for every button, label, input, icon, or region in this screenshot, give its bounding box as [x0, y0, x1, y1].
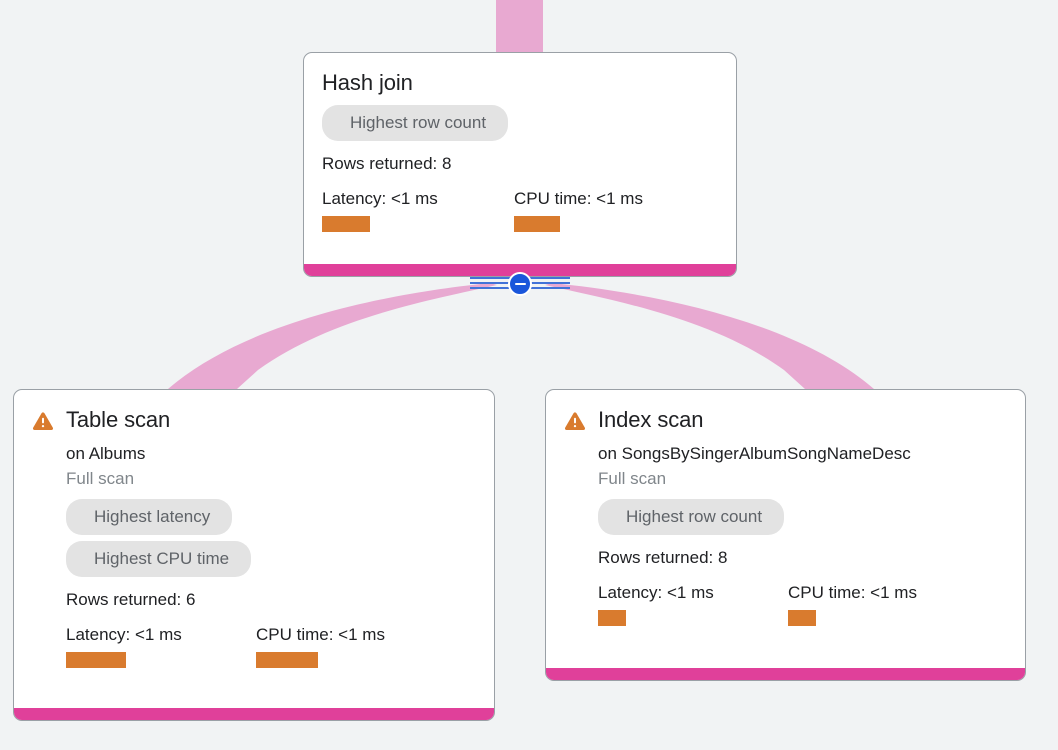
- metric-latency-label: Latency: <1 ms: [598, 583, 714, 602]
- node-hash-join-header: Hash join: [322, 69, 718, 97]
- metric-cpu-time-bar: [788, 610, 816, 626]
- metric-latency-label: Latency: <1 ms: [66, 625, 182, 644]
- chip-highest-row-count: Highest row count: [598, 499, 785, 535]
- edge-to-table-scan: [168, 283, 497, 389]
- rows-returned: Rows returned: 8: [598, 548, 728, 567]
- node-scan-type: Full scan: [66, 469, 135, 488]
- node-index-scan-header: Index scan: [564, 406, 1007, 434]
- node-title: Table scan: [66, 407, 171, 432]
- metric-latency: Latency: <1 ms: [598, 582, 788, 626]
- metric-cpu-time-bar: [514, 216, 560, 232]
- node-table-scan-metrics: Latency: <1 ms CPU time: <1 ms: [66, 624, 476, 668]
- node-accent-bar: [14, 708, 494, 720]
- rows-returned: Rows returned: 8: [322, 154, 452, 173]
- metric-latency: Latency: <1 ms: [66, 624, 256, 668]
- node-table-scan-header: Table scan: [32, 406, 476, 434]
- node-accent-bar: [304, 264, 736, 276]
- node-table-scan-chips: Highest latency Highest CPU time: [66, 499, 476, 583]
- edge-to-index-scan: [545, 283, 874, 389]
- metric-latency-bar: [322, 216, 370, 232]
- node-title: Hash join: [322, 70, 413, 95]
- warning-triangle-icon: [32, 412, 54, 431]
- metric-cpu-time-label: CPU time: <1 ms: [256, 625, 385, 644]
- node-index-scan-metrics: Latency: <1 ms CPU time: <1 ms: [598, 582, 1007, 626]
- node-hash-join-chips: Highest row count: [322, 105, 718, 147]
- metric-cpu-time-label: CPU time: <1 ms: [514, 189, 643, 208]
- node-table-scan[interactable]: Table scan on Albums Full scan Highest l…: [13, 389, 495, 721]
- node-subtitle: on Albums: [66, 444, 146, 463]
- metric-latency-bar: [598, 610, 626, 626]
- metric-cpu-time: CPU time: <1 ms: [514, 188, 643, 232]
- warning-triangle-icon: [564, 412, 586, 431]
- node-index-scan-body: Index scan on SongsBySingerAlbumSongName…: [546, 390, 1025, 640]
- minus-circle-icon[interactable]: [508, 272, 532, 296]
- node-subtitle: on SongsBySingerAlbumSongNameDesc: [598, 444, 911, 463]
- metric-cpu-time: CPU time: <1 ms: [788, 582, 917, 626]
- chip-highest-latency: Highest latency: [66, 499, 233, 535]
- node-hash-join-metrics: Latency: <1 ms CPU time: <1 ms: [322, 188, 718, 232]
- node-scan-type: Full scan: [598, 469, 667, 488]
- edge-incoming: [496, 0, 543, 54]
- node-index-scan-details: on SongsBySingerAlbumSongNameDesc Full s…: [564, 442, 1007, 626]
- metric-cpu-time-label: CPU time: <1 ms: [788, 583, 917, 602]
- metric-cpu-time-bar: [256, 652, 318, 668]
- node-accent-bar: [546, 668, 1025, 680]
- metric-cpu-time: CPU time: <1 ms: [256, 624, 385, 668]
- node-title: Index scan: [598, 407, 704, 432]
- node-table-scan-body: Table scan on Albums Full scan Highest l…: [14, 390, 494, 682]
- node-index-scan[interactable]: Index scan on SongsBySingerAlbumSongName…: [545, 389, 1026, 681]
- chip-highest-cpu-time: Highest CPU time: [66, 541, 252, 577]
- node-hash-join[interactable]: Hash join Highest row count Rows returne…: [303, 52, 737, 277]
- metric-latency: Latency: <1 ms: [322, 188, 514, 232]
- node-hash-join-body: Hash join Highest row count Rows returne…: [304, 53, 736, 246]
- chip-highest-row-count: Highest row count: [322, 105, 509, 141]
- node-index-scan-chips: Highest row count: [598, 499, 1007, 541]
- minus-glyph: [514, 283, 526, 285]
- metric-latency-bar: [66, 652, 126, 668]
- rows-returned: Rows returned: 6: [66, 590, 196, 609]
- node-table-scan-details: on Albums Full scan Highest latency High…: [32, 442, 476, 668]
- collapse-control[interactable]: [470, 272, 570, 296]
- metric-latency-label: Latency: <1 ms: [322, 189, 438, 208]
